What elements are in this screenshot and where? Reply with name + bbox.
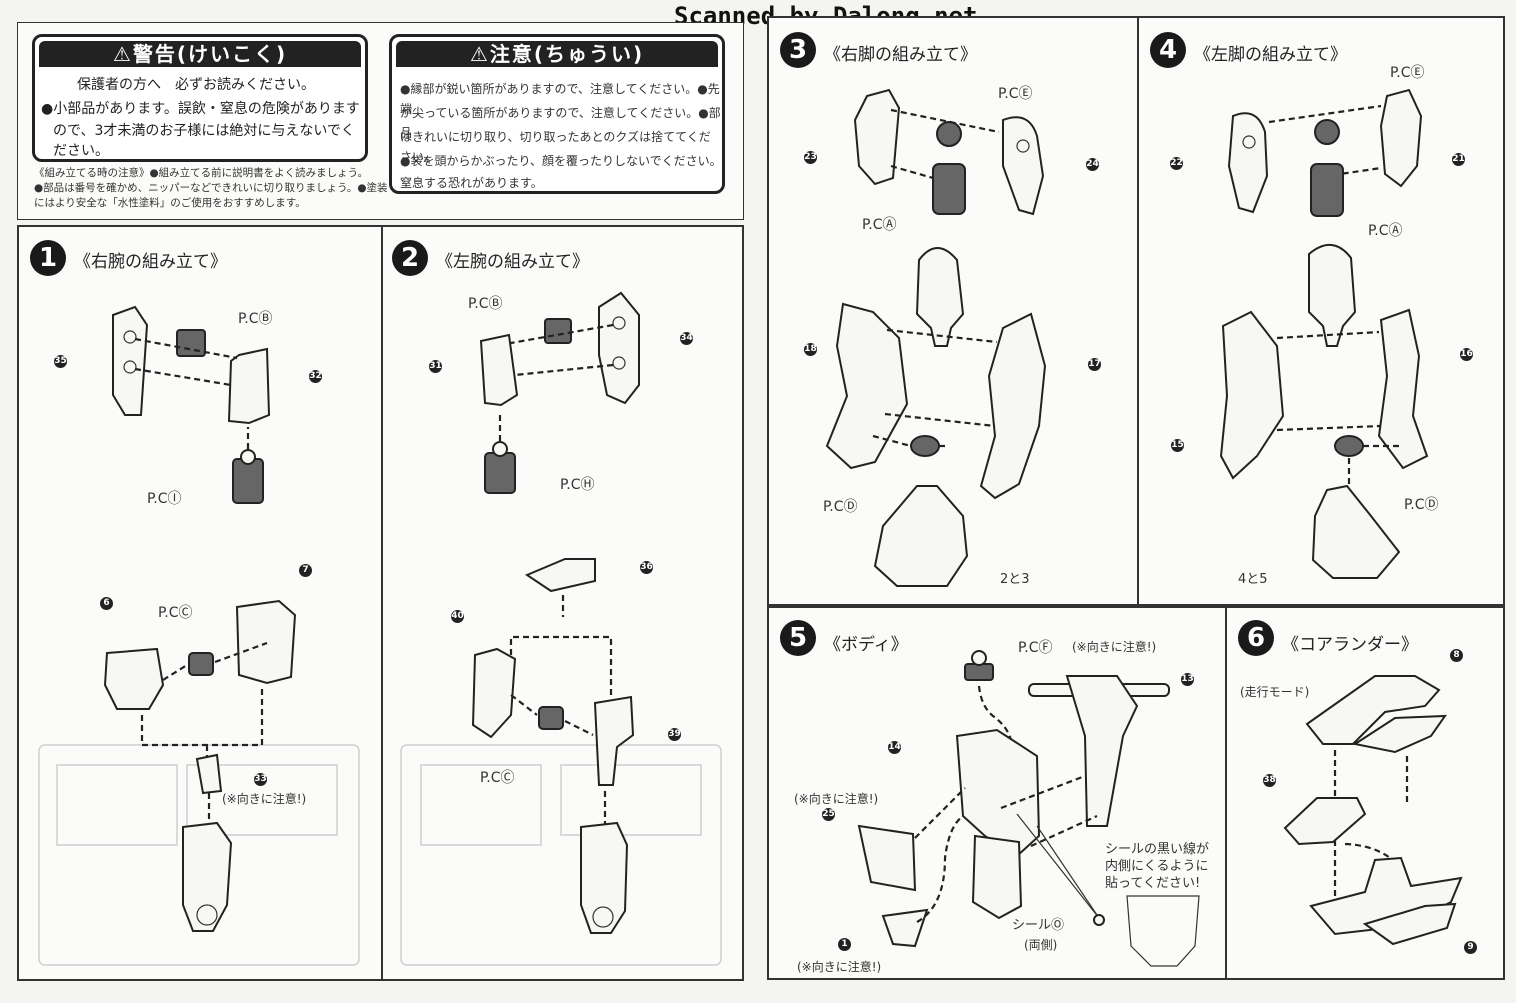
step-2-diagram: [400, 291, 722, 966]
part-22-marker: 22: [1170, 157, 1183, 170]
part-40-marker: 40: [451, 610, 464, 623]
part-17-marker: 17: [1088, 358, 1101, 371]
step-4-number: 4: [1150, 32, 1186, 68]
step-1-note-label: (※向きに注意!): [222, 792, 307, 806]
step-3-title: 《右脚の組み立て》: [824, 45, 977, 65]
step-5-note-1: (※向きに注意!): [794, 792, 879, 806]
step-4-pc-e-label: P.CⒺ: [1390, 65, 1425, 81]
part-18-marker: 18: [804, 343, 817, 356]
part-31-marker: 31: [429, 360, 442, 373]
part-13-marker: 13: [1181, 673, 1194, 686]
warning-line-3: ので、3才未満のお子様には絶対に与えないでく: [53, 123, 355, 139]
step-5-seal-note-2: 内側にくるように: [1105, 859, 1209, 874]
step-5-pc-f-label: P.CⒻ: [1018, 640, 1053, 656]
part-21-marker: 21: [1452, 153, 1465, 166]
part-16-marker: 16: [1460, 348, 1473, 361]
step-5-diagram: [857, 650, 1200, 967]
step-3-diagram: [825, 88, 1047, 587]
assembly-notes-line-3: にはより安全な「水性塗料」のご使用をおすすめします。: [34, 197, 306, 209]
caution-box: ⚠注意(ちゅうい) ●縁部が鋭い箇所がありますので、注意してください。●先端 が…: [389, 34, 725, 194]
part-39-marker: 39: [668, 728, 681, 741]
part-1-marker: 1: [838, 938, 851, 951]
caution-line-3: はきれいに切り取り、切り取ったあとのクズは捨ててください。: [400, 130, 711, 164]
warning-line-1: 保護者の方へ 必ずお読みください。: [77, 77, 315, 93]
step-4-pc-a-label: P.CⒶ: [1368, 223, 1403, 239]
step-3-pc-d-label: P.CⒹ: [823, 499, 858, 515]
step-5-seal-note-1: シールの黒い線が: [1105, 842, 1210, 857]
step-6-diagram: [1283, 675, 1463, 946]
caution-line-5: 窒息する恐れがあります。: [400, 176, 543, 190]
step-1-pc-b-label: P.CⒷ: [238, 311, 273, 327]
step-4-combo-label: 4と5: [1238, 572, 1268, 587]
part-9-marker: 9: [1464, 941, 1477, 954]
caution-line-2: が尖っている箇所がありますので、注意してください。●部品: [400, 106, 721, 140]
step-1-title: 《右腕の組み立て》: [74, 252, 227, 272]
step-5-seal-note-3: 貼ってください!: [1105, 876, 1201, 891]
part-7-marker: 7: [299, 564, 312, 577]
part-15-marker: 15: [1171, 439, 1184, 452]
step-2-pc-c-label: P.CⒸ: [480, 770, 515, 786]
step-3-pc-e-label: P.CⒺ: [998, 86, 1033, 102]
part-38-marker: 38: [1263, 774, 1276, 787]
part-14-marker: 14: [888, 741, 901, 754]
step-5-pc-f-note: (※向きに注意!): [1072, 640, 1157, 654]
step-5-note-2: (※向きに注意!): [797, 960, 882, 974]
step-5-seal-label: シールⓄ: [1012, 918, 1065, 933]
caution-line-4: ●袋を頭からかぶったり、顔を覆ったりしないでください。: [400, 154, 722, 168]
step-1-diagram: [38, 305, 360, 966]
step-6-title: 《コアランダー》: [1282, 635, 1418, 655]
step-2-panel: [381, 225, 744, 981]
part-36-marker: 36: [640, 561, 653, 574]
step-3-number: 3: [780, 32, 816, 68]
step-3-pc-a-label: P.CⒶ: [862, 217, 897, 233]
step-6-number: 6: [1238, 620, 1274, 656]
step-2-title: 《左腕の組み立て》: [436, 252, 589, 272]
step-4-diagram: [1219, 88, 1429, 579]
step-1-pc-c-label: P.CⒸ: [158, 605, 193, 621]
step-2-pc-h-label: P.CⒽ: [560, 477, 595, 493]
step-4-pc-d-label: P.CⒹ: [1404, 497, 1439, 513]
step-1-number: 1: [30, 240, 66, 276]
warning-line-4: ださい。: [53, 143, 109, 159]
part-32-marker: 32: [309, 370, 322, 383]
part-23-marker: 23: [804, 151, 817, 164]
step-1-pc-i-label: P.CⒾ: [147, 491, 182, 507]
warning-line-2: ●小部品があります。誤飲・窒息の危険があります: [41, 101, 360, 117]
step-3-combo-label: 2と3: [1000, 572, 1030, 587]
part-25-marker: 25: [822, 808, 835, 821]
step-2-pc-b-label: P.CⒷ: [468, 296, 503, 312]
step-4-title: 《左脚の組み立て》: [1194, 45, 1347, 65]
assembly-notes-line-2: ●部品は番号を確かめ、ニッパーなどできれいに切り取りましょう。●塗装: [34, 182, 388, 194]
warning-box: ⚠警告(けいこく) 保護者の方へ 必ずお読みください。 ●小部品があります。誤飲…: [32, 34, 368, 162]
step-2-number: 2: [392, 240, 428, 276]
part-24-marker: 24: [1086, 158, 1099, 171]
part-8-marker: 8: [1450, 649, 1463, 662]
part-6-marker: 6: [100, 597, 113, 610]
part-34-marker: 34: [680, 332, 693, 345]
part-33-marker: 33: [254, 773, 267, 786]
step-5-seal-sub: (両側): [1024, 938, 1058, 952]
part-35-marker: 35: [54, 355, 67, 368]
warning-title: ⚠警告(けいこく): [39, 41, 361, 67]
step-6-mode-label: (走行モード): [1240, 685, 1310, 699]
assembly-notes-line-1: 《組み立てる時の注意》●組み立てる前に説明書をよく読みましょう。: [34, 167, 369, 179]
caution-title: ⚠注意(ちゅうい): [396, 41, 718, 67]
caution-line-1: ●縁部が鋭い箇所がありますので、注意してください。●先端: [400, 82, 720, 116]
step-5-number: 5: [780, 620, 816, 656]
step-5-title: 《ボディ》: [824, 635, 908, 655]
